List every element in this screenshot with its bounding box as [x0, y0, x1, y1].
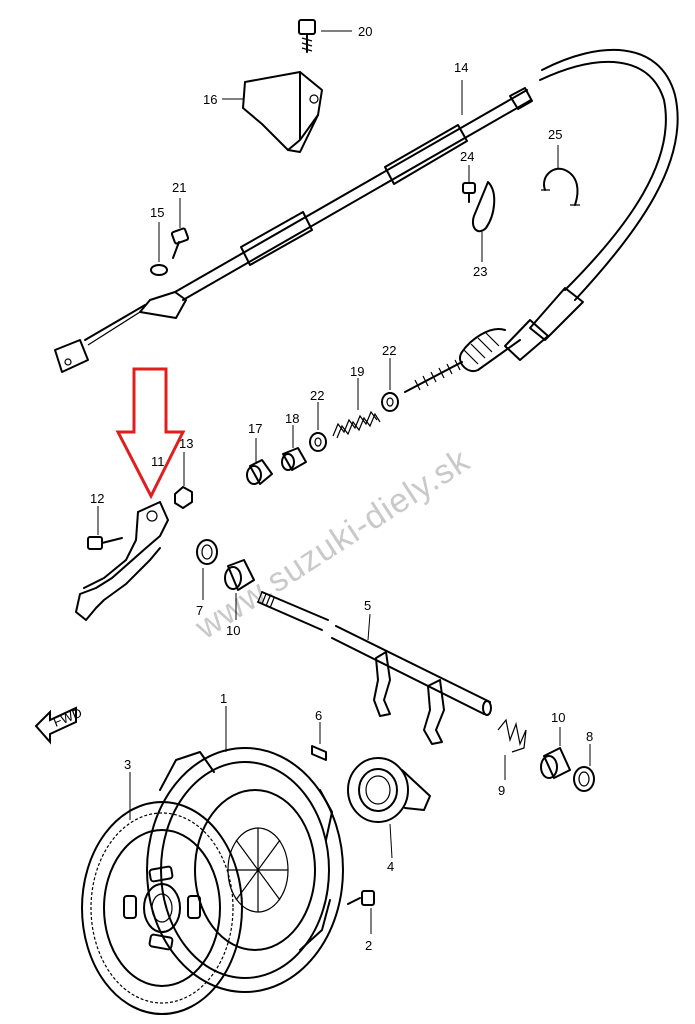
- callout-3: 3: [124, 757, 131, 772]
- bushing-10-upper: [224, 559, 255, 591]
- washer-22-lower: [309, 432, 327, 452]
- callout-5: 5: [364, 598, 371, 613]
- callout-24: 24: [460, 149, 474, 164]
- bolt-21: [170, 227, 190, 259]
- clutch-disc-3: [81, 801, 243, 1015]
- bushing-17: [246, 459, 273, 485]
- bolt-20: [298, 19, 316, 53]
- bushing-18: [281, 447, 307, 471]
- callout-8: 8: [586, 729, 593, 744]
- callout-7: 7: [196, 603, 203, 618]
- clip-25: [541, 167, 580, 206]
- callout-6: 6: [315, 708, 322, 723]
- callout-13: 13: [179, 436, 193, 451]
- clutch-cable-14: [54, 48, 679, 393]
- callout-20: 20: [358, 24, 372, 39]
- spring-9: [497, 718, 527, 753]
- bushing-10-lower: [540, 747, 571, 779]
- bolt-12: [87, 536, 123, 550]
- callout-1: 1: [220, 691, 227, 706]
- callout-19: 19: [350, 364, 364, 379]
- nut-15: [150, 264, 168, 276]
- callout-16: 16: [203, 92, 217, 107]
- callout-23: 23: [473, 264, 487, 279]
- callout-10-upper: 10: [226, 623, 240, 638]
- release-shaft-5: [257, 591, 492, 745]
- pressure-plate-1: [146, 747, 344, 993]
- bracket-16: [242, 71, 323, 153]
- callout-21: 21: [172, 180, 186, 195]
- bushing-7: [196, 539, 218, 565]
- key-6: [311, 745, 327, 761]
- callout-14: 14: [454, 60, 468, 75]
- callout-11: 11: [151, 454, 165, 469]
- highlight-arrow: [115, 367, 186, 500]
- watermark: www.suzuki-diely.sk: [188, 441, 477, 647]
- callout-18: 18: [285, 411, 299, 426]
- nut-13: [174, 486, 193, 509]
- washer-22-upper: [381, 392, 399, 412]
- callout-22-lower: 22: [310, 388, 324, 403]
- bolt-24: [462, 182, 476, 203]
- callout-10-lower: 10: [551, 710, 565, 725]
- callout-15: 15: [150, 205, 164, 220]
- callout-12: 12: [90, 491, 104, 506]
- spring-19: [332, 410, 381, 439]
- callout-17: 17: [248, 421, 262, 436]
- release-bearing-4: [347, 757, 431, 823]
- bolt-2: [347, 890, 375, 906]
- bushing-8: [573, 766, 595, 792]
- clamp-23: [472, 181, 496, 233]
- release-lever-11: [75, 501, 169, 621]
- callout-22-upper: 22: [382, 343, 396, 358]
- callout-9: 9: [498, 783, 505, 798]
- callout-25: 25: [548, 127, 562, 142]
- callout-2: 2: [365, 938, 372, 953]
- callout-4: 4: [387, 859, 394, 874]
- front-direction-icon: FWD: [34, 705, 84, 745]
